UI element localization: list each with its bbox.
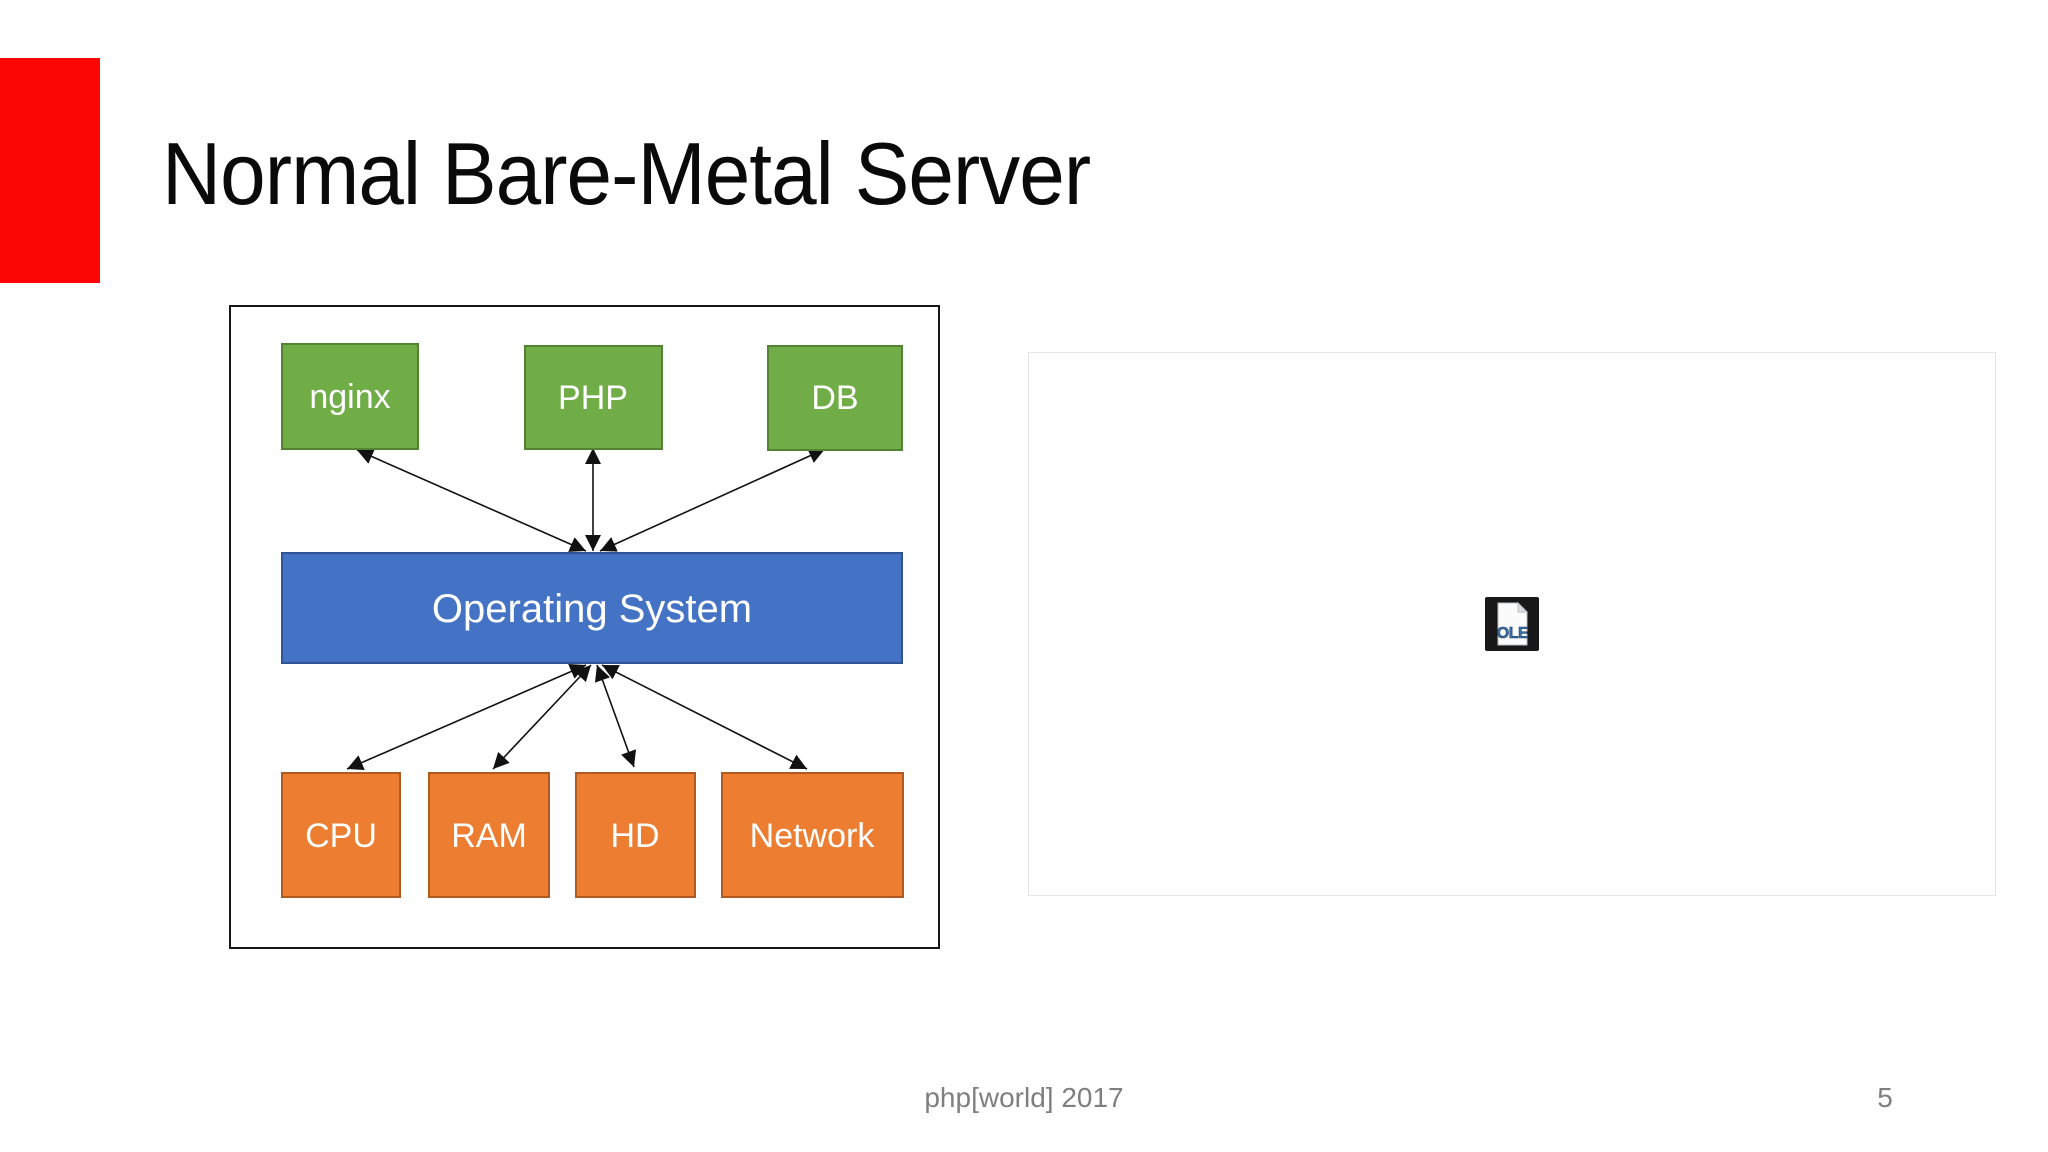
slide-title: Normal Bare-Metal Server [162, 124, 1091, 223]
app-label-php: PHP [558, 379, 628, 417]
architecture-diagram-svg: nginx PHP DB Operating System CPU [281, 343, 904, 898]
arrows-os-hardware [346, 664, 808, 770]
ole-icon-page [1497, 602, 1528, 646]
red-accent-bar [0, 58, 100, 283]
ole-icon-label: OLE [1497, 625, 1529, 642]
arrow-os-ram [492, 664, 592, 770]
ole-object-icon: OLE [1485, 597, 1539, 651]
os-box: Operating System [281, 552, 903, 664]
hw-label-cpu: CPU [305, 817, 377, 855]
arrow-db-os [599, 448, 826, 552]
hw-box-hd: HD [575, 772, 696, 898]
arrow-os-network [601, 664, 808, 770]
arrow-os-cpu [346, 664, 587, 770]
hw-box-ram: RAM [428, 772, 550, 898]
hw-label-network: Network [750, 817, 876, 855]
hw-box-cpu: CPU [281, 772, 401, 898]
arrow-os-hd [594, 664, 637, 768]
hw-box-network: Network [721, 772, 904, 898]
hw-label-hd: HD [610, 817, 659, 855]
os-label: Operating System [432, 587, 752, 631]
app-label-db: DB [811, 379, 858, 417]
ole-icon-page-fold [1517, 601, 1529, 613]
arrow-nginx-os [356, 449, 587, 552]
arrows-apps-os [356, 448, 826, 552]
app-box-php: PHP [524, 345, 663, 450]
app-box-nginx: nginx [281, 343, 419, 450]
content-placeholder-panel: OLE [1028, 352, 1996, 896]
app-label-nginx: nginx [309, 378, 390, 416]
architecture-diagram: nginx PHP DB Operating System CPU [229, 305, 940, 949]
app-box-db: DB [767, 345, 903, 451]
hw-label-ram: RAM [451, 817, 527, 855]
page-number: 5 [1877, 1082, 1893, 1113]
footer-text: php[world] 2017 [924, 1082, 1124, 1113]
